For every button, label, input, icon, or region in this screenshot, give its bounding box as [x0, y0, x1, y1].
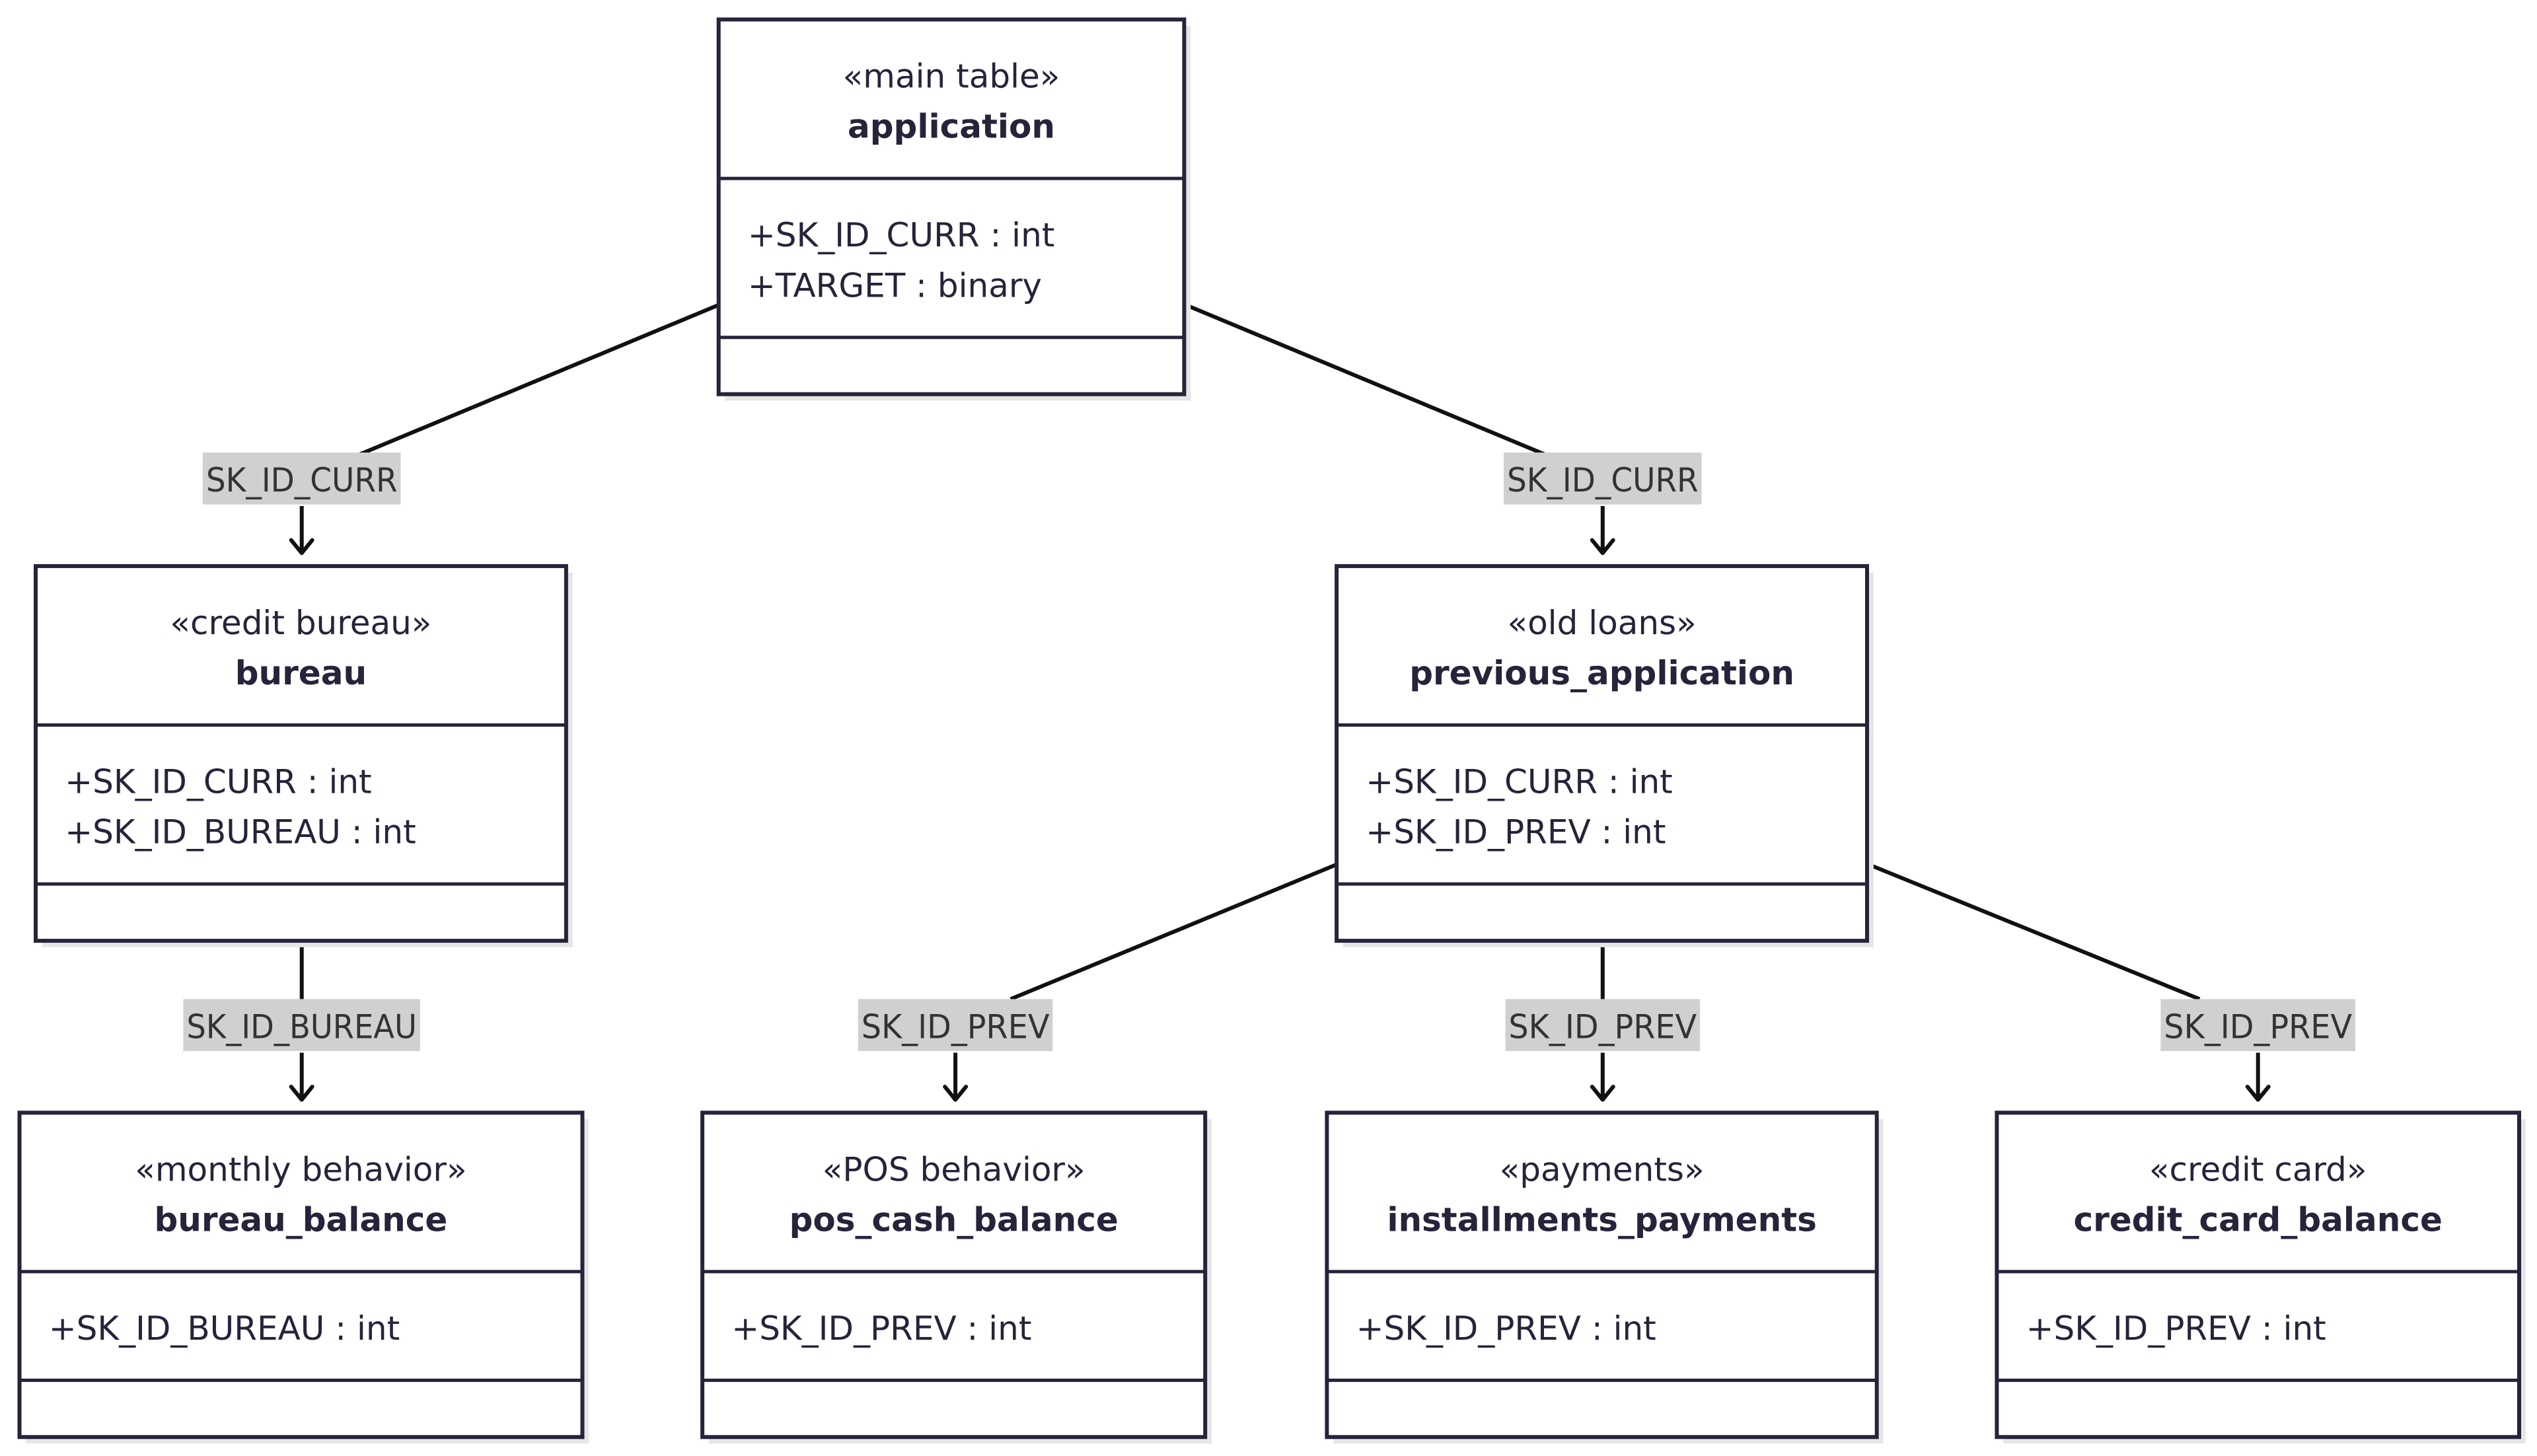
relation-line: [1010, 862, 1338, 1001]
class-name: application: [848, 108, 1055, 146]
classes-layer: «main table» application +SK_ID_CURR : int…: [17, 17, 2526, 1444]
class-box: [1995, 1110, 2521, 1439]
relation-label: SK_ID_PREV: [858, 999, 1053, 1051]
arrowhead-icon: [289, 1085, 314, 1102]
relation-label-background: [1504, 453, 1702, 505]
class-stereotype: «POS behavior»: [823, 1150, 1085, 1188]
relation-previous_application-to-pos_cash_balance: [943, 862, 1338, 1102]
class-stereotype: «credit bureau»: [170, 604, 431, 642]
relation-application-to-bureau: [289, 303, 719, 556]
relation-previous_application-to-installments_payments: [1590, 941, 1615, 1102]
class-application[interactable]: «main table» application +SK_ID_CURR : int…: [716, 17, 1191, 401]
class-name: bureau: [235, 654, 367, 692]
relation-label-text: SK_ID_PREV: [862, 1007, 1050, 1046]
class-attribute: +SK_ID_CURR : int: [65, 763, 371, 801]
class-pos_cash_balance[interactable]: «POS behavior» pos_cash_balance +SK_ID_PRE…: [700, 1110, 1212, 1444]
relation-previous_application-to-credit_card_balance: [1868, 862, 2271, 1102]
relation-label-text: SK_ID_BUREAU: [186, 1007, 417, 1046]
arrowhead-icon: [1590, 1085, 1615, 1102]
class-name: pos_cash_balance: [790, 1201, 1119, 1239]
class-box: [716, 17, 1187, 396]
class-name: previous_application: [1409, 654, 1794, 692]
class-box: [1325, 1110, 1879, 1439]
class-stereotype: «main table»: [843, 57, 1060, 96]
class-box: [34, 564, 568, 943]
class-attribute: +TARGET : binary: [748, 266, 1042, 305]
class-bureau[interactable]: «credit bureau» bureau +SK_ID_CURR : int +S…: [34, 564, 573, 947]
relation-label-text: SK_ID_PREV: [2164, 1007, 2352, 1046]
class-installments_payments[interactable]: «payments» installments_payments +SK_ID_PR…: [1325, 1110, 1884, 1444]
class-name: installments_payments: [1387, 1201, 1817, 1239]
relation-label-text: SK_ID_CURR: [206, 461, 398, 499]
class-stereotype: «credit card»: [2149, 1150, 2367, 1188]
relation-label-background: [183, 999, 420, 1051]
relation-label: SK_ID_PREV: [2160, 999, 2355, 1051]
relations-layer: [289, 303, 2271, 1102]
class-stereotype: «payments»: [1500, 1150, 1705, 1188]
arrowhead-icon: [289, 538, 314, 556]
relation-label-text: SK_ID_PREV: [1508, 1007, 1697, 1046]
class-attribute: +SK_ID_CURR : int: [1366, 763, 1672, 801]
arrowhead-icon: [2245, 1085, 2271, 1102]
relation-label-background: [858, 999, 1053, 1051]
relation-line: [359, 303, 719, 456]
relation-label: SK_ID_CURR: [1504, 453, 1702, 505]
relation-label-background: [1505, 999, 1701, 1051]
class-attribute: +SK_ID_PREV : int: [1356, 1309, 1656, 1348]
relation-label-text: SK_ID_CURR: [1507, 461, 1699, 499]
class-attribute: +SK_ID_BUREAU : int: [49, 1309, 400, 1348]
arrowhead-icon: [1590, 538, 1615, 556]
arrowhead-icon: [943, 1085, 969, 1102]
class-attribute: +SK_ID_CURR : int: [748, 216, 1054, 254]
relation-label: SK_ID_BUREAU: [183, 999, 420, 1051]
class-name: bureau_balance: [154, 1201, 447, 1239]
relation-label: SK_ID_CURR: [202, 453, 401, 505]
class-credit_card_balance[interactable]: «credit card» credit_card_balance +SK_ID_P…: [1995, 1110, 2526, 1444]
class-stereotype: «monthly behavior»: [135, 1150, 466, 1188]
relation-labels-layer: SK_ID_CURR SK_ID_CURR SK_ID_BUREAU SK_ID_PR…: [183, 453, 2355, 1051]
class-box: [1335, 564, 1869, 943]
class-previous_application[interactable]: «old loans» previous_application +SK_ID_CU…: [1335, 564, 1874, 947]
class-attribute: +SK_ID_BUREAU : int: [65, 813, 416, 852]
relation-label-background: [202, 453, 401, 505]
class-box: [700, 1110, 1208, 1439]
class-attribute: +SK_ID_PREV : int: [2026, 1309, 2326, 1348]
class-box: [17, 1110, 585, 1439]
class-name: credit_card_balance: [2073, 1201, 2442, 1239]
class-attribute: +SK_ID_PREV : int: [731, 1309, 1031, 1348]
relation-bureau-to-bureau_balance: [289, 941, 314, 1102]
class-stereotype: «old loans»: [1508, 604, 1697, 642]
relation-line: [1185, 303, 1545, 456]
relation-application-to-previous_application: [1185, 303, 1615, 556]
relation-label-background: [2160, 999, 2355, 1051]
relation-line: [1868, 862, 2201, 1001]
class-bureau_balance[interactable]: «monthly behavior» bureau_balance +SK_ID_B…: [17, 1110, 589, 1444]
class-attribute: +SK_ID_PREV : int: [1366, 813, 1666, 852]
relation-label: SK_ID_PREV: [1505, 999, 1701, 1051]
